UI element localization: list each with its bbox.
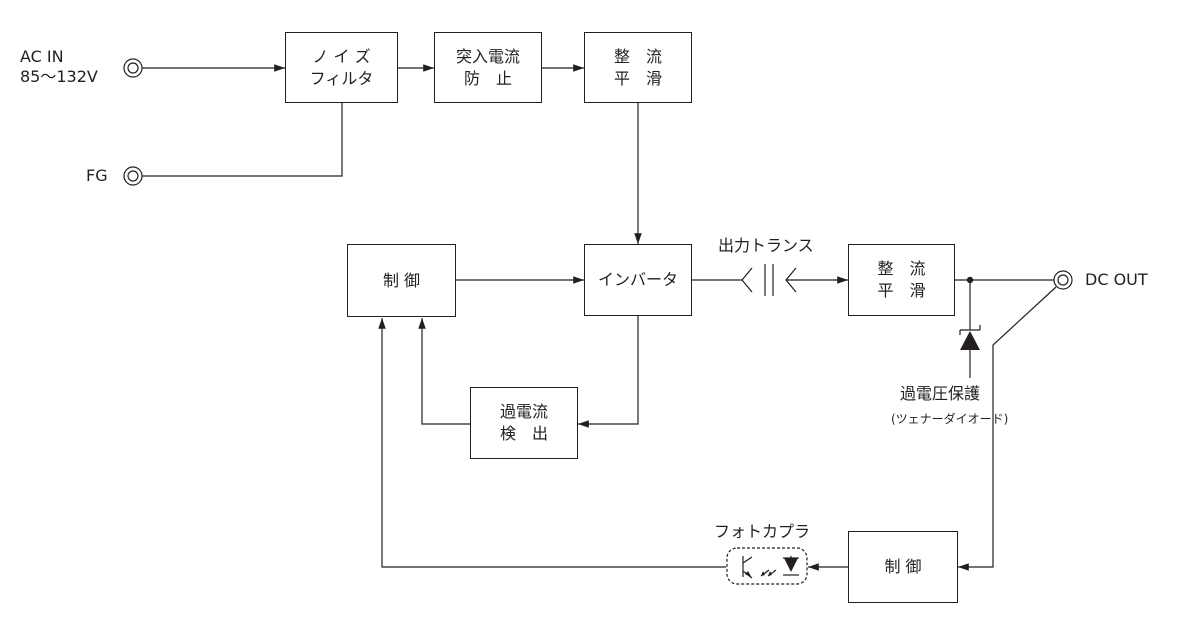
noise-filter-block: ノ イ ズ フィルタ xyxy=(285,32,398,103)
inrush-current-prevention-block: 突入電流 防 止 xyxy=(434,32,542,103)
fg-label: FG xyxy=(86,166,108,185)
photocoupler-label: フォトカプラ xyxy=(714,522,811,541)
primary-control-block: 制 御 xyxy=(347,244,456,317)
zener-diode-symbol xyxy=(960,331,980,350)
output-transformer-label: 出力トランス xyxy=(718,236,814,255)
ac-in-terminal xyxy=(123,58,143,78)
secondary-control-block: 制 御 xyxy=(848,531,958,603)
zener-diode-label: (ツェナーダイオード) xyxy=(891,412,1009,426)
dc-out-label: DC OUT xyxy=(1085,270,1148,289)
overvoltage-protection-label: 過電圧保護 xyxy=(900,384,981,403)
fg-terminal xyxy=(123,166,143,186)
overcurrent-detection-block: 過電流 検 出 xyxy=(470,387,578,459)
inverter-block: インバータ xyxy=(584,244,692,316)
input-rectifier-smoothing-block: 整 流 平 滑 xyxy=(584,32,692,103)
output-rectifier-smoothing-block: 整 流 平 滑 xyxy=(848,244,955,316)
photocoupler-symbol xyxy=(726,547,808,585)
ac-in-label: AC IN 85～132V xyxy=(20,47,98,86)
dc-out-terminal xyxy=(1053,270,1073,290)
